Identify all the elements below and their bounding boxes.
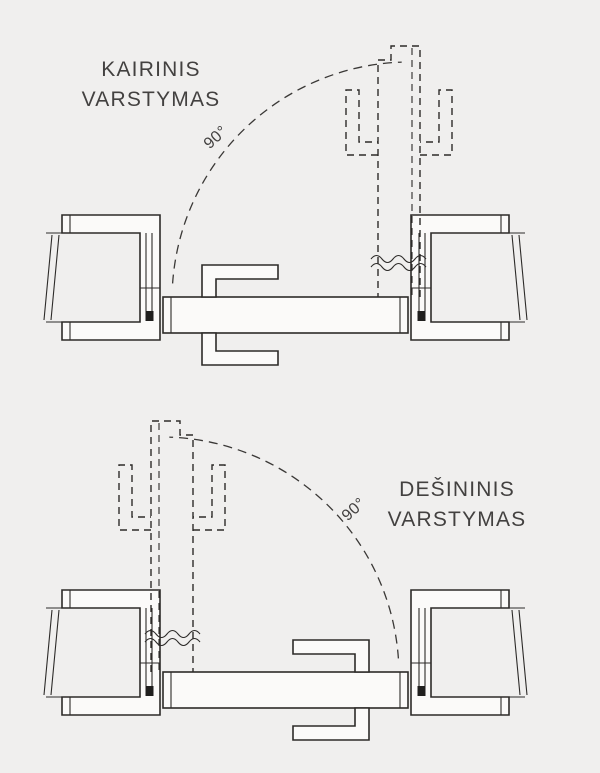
left-opening-title-line1: KAIRINIS <box>101 58 200 81</box>
right-opening-drawing <box>44 421 527 740</box>
right-opening-angle-label: 90° <box>339 495 369 525</box>
right-opening-title-line1: DEŠININIS <box>399 478 515 501</box>
left-opening-angle-label: 90° <box>201 123 231 153</box>
right-opening-diagram: DEŠININIS VARSTYMAS 90° <box>44 421 527 740</box>
left-opening-diagram: KAIRINIS VARSTYMAS 90° <box>44 46 527 365</box>
left-opening-title-line2: VARSTYMAS <box>82 88 221 111</box>
right-opening-title-line2: VARSTYMAS <box>388 508 527 531</box>
